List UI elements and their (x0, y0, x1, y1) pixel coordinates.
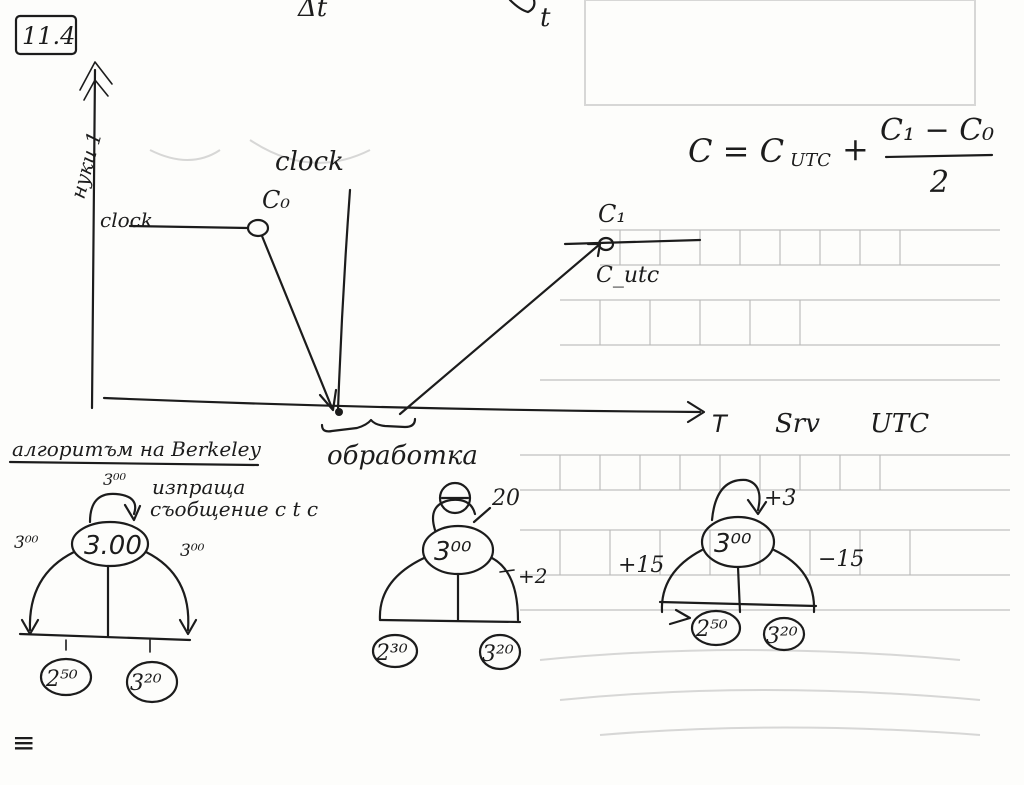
t-label: T (712, 410, 729, 438)
clock-heading: clock (275, 147, 344, 177)
d2-right-node-value: 3²⁰ (482, 642, 514, 667)
top-fragments: Δt t (297, 0, 551, 33)
d1-center-value: 3.00 (84, 531, 142, 561)
d2-right-node (478, 633, 522, 671)
d1-right-node-value: 3²⁰ (130, 671, 162, 696)
d1-left-node-value: 2⁵⁰ (45, 667, 78, 692)
section-number-label: 11.4 (22, 22, 75, 50)
berkeley-title: алгоритъм на Berkeley (12, 437, 261, 461)
top-fragment-right: t (540, 3, 551, 33)
d2-right-adj: +2 (518, 564, 547, 588)
c0-point (246, 218, 270, 238)
d2-left-node-value: 2³⁰ (375, 641, 408, 666)
berkeley-diagram-3: +3 3⁰⁰ +15 −15 2⁵⁰ 3²⁰ (618, 478, 864, 652)
top-fragment-left: Δt (297, 0, 328, 23)
d2-left-node (371, 633, 419, 669)
berkeley-note-line2: съобщение с t c (150, 497, 318, 521)
d2-top-value: 20 (491, 486, 520, 511)
d3-left-adj: +15 (618, 553, 664, 578)
d3-top-adj: +3 (764, 486, 796, 511)
formula-denominator: 2 (929, 165, 949, 200)
berkeley-diagram-2: 20 3⁰⁰ +2 2³⁰ 3²⁰ (371, 481, 547, 671)
formula-numerator: C₁ − C₀ (880, 113, 994, 148)
d1-right-node (125, 660, 179, 704)
processing-label: обработка (327, 441, 478, 471)
formula-lhs: C = C (688, 132, 784, 170)
c1-point (597, 236, 615, 252)
srv-label: Srv (775, 409, 820, 439)
formula-plus: + (842, 130, 869, 168)
c0-label: C₀ (262, 186, 290, 214)
d1-left-arrow-label: 3⁰⁰ (14, 533, 39, 553)
cristian-diagram: нуки 1 clock C₀ clock обработка C₁ C_utc… (66, 61, 929, 471)
d1-center-node (70, 520, 150, 568)
berkeley-heading: алгоритъм на Berkeley изпраща съобщение … (8, 437, 318, 521)
d2-center-value: 3⁰⁰ (434, 537, 472, 567)
y-axis-label: нуки 1 (66, 129, 107, 202)
c-utc-label: C_utc (596, 263, 659, 288)
clock-label: clock (100, 208, 153, 232)
c1-label: C₁ (598, 200, 626, 228)
bleed-through (149, 0, 1010, 736)
footer-mark: ≡ (12, 726, 35, 759)
cristian-formula: C = C UTC + C₁ − C₀ 2 (688, 113, 994, 200)
berkeley-diagram-1: 3⁰⁰ 3.00 3⁰⁰ 3⁰⁰ 2⁵⁰ 3²⁰ (14, 470, 205, 704)
d3-left-node-value: 2⁵⁰ (695, 617, 728, 642)
d1-right-arrow-label: 3⁰⁰ (180, 541, 205, 561)
d3-right-adj: −15 (818, 547, 864, 572)
section-number: 11.4 (14, 14, 78, 56)
d3-right-node-value: 3²⁰ (766, 624, 798, 649)
d1-left-node (39, 657, 93, 697)
d3-right-node (762, 616, 806, 652)
d1-top-loop-label: 3⁰⁰ (103, 470, 127, 489)
d3-center-value: 3⁰⁰ (714, 529, 752, 559)
d3-left-node (690, 609, 742, 647)
berkeley-note-line1: изпраща (152, 475, 245, 499)
utc-label: UTC (870, 409, 929, 439)
formula-lhs-sub: UTC (790, 150, 831, 171)
